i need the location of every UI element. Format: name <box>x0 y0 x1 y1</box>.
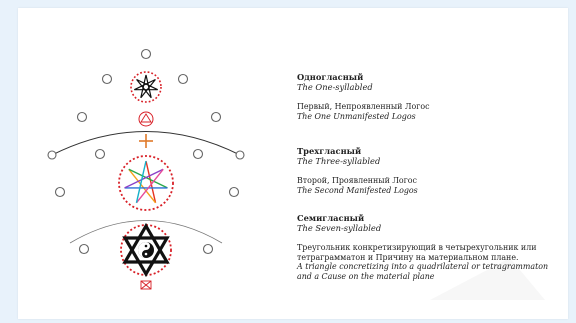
outline-circle <box>194 150 203 159</box>
section-body-en: A triangle concretizing into a quadrilat… <box>297 262 562 281</box>
section-title: Семигласный <box>297 213 562 223</box>
section-title: Трехгласный <box>297 146 418 156</box>
arc-end-circle <box>236 151 244 159</box>
outline-circle <box>56 188 65 197</box>
section-subtitle: The Three-syllabled <box>297 156 418 166</box>
section-seven-syllabled: Семигласный The Seven-syllabled Треуголь… <box>297 213 562 281</box>
section-three-syllabled: Трехгласный The Three-syllabled Второй, … <box>297 146 418 195</box>
section-one-syllabled: Одногласный The One-syllabled Первый, Не… <box>297 72 430 121</box>
outline-circle <box>212 113 221 122</box>
outline-circle <box>96 150 105 159</box>
section-body-ru: Треугольник конкретизирующий в четырехуг… <box>297 243 562 262</box>
outline-circle <box>204 245 213 254</box>
section-body-ru: Первый, Непроявленный Логос <box>297 102 430 112</box>
outline-circle <box>179 75 188 84</box>
section-body-en: The Second Manifested Logos <box>297 186 418 196</box>
orange-cross-icon <box>139 134 153 148</box>
section-body-ru: Второй, Проявленный Логос <box>297 176 418 186</box>
bottom-marker-icon <box>141 281 151 289</box>
outline-circle <box>230 188 239 197</box>
outline-circle <box>78 113 87 122</box>
outline-circle <box>103 75 112 84</box>
section-subtitle: The Seven-syllabled <box>297 223 562 233</box>
section-body-en: The One Unmanifested Logos <box>297 112 430 122</box>
outline-circle <box>142 50 151 59</box>
arc-end-circle <box>48 151 56 159</box>
section-title: Одногласный <box>297 72 430 82</box>
section-subtitle: The One-syllabled <box>297 82 430 92</box>
outline-circle <box>80 245 89 254</box>
